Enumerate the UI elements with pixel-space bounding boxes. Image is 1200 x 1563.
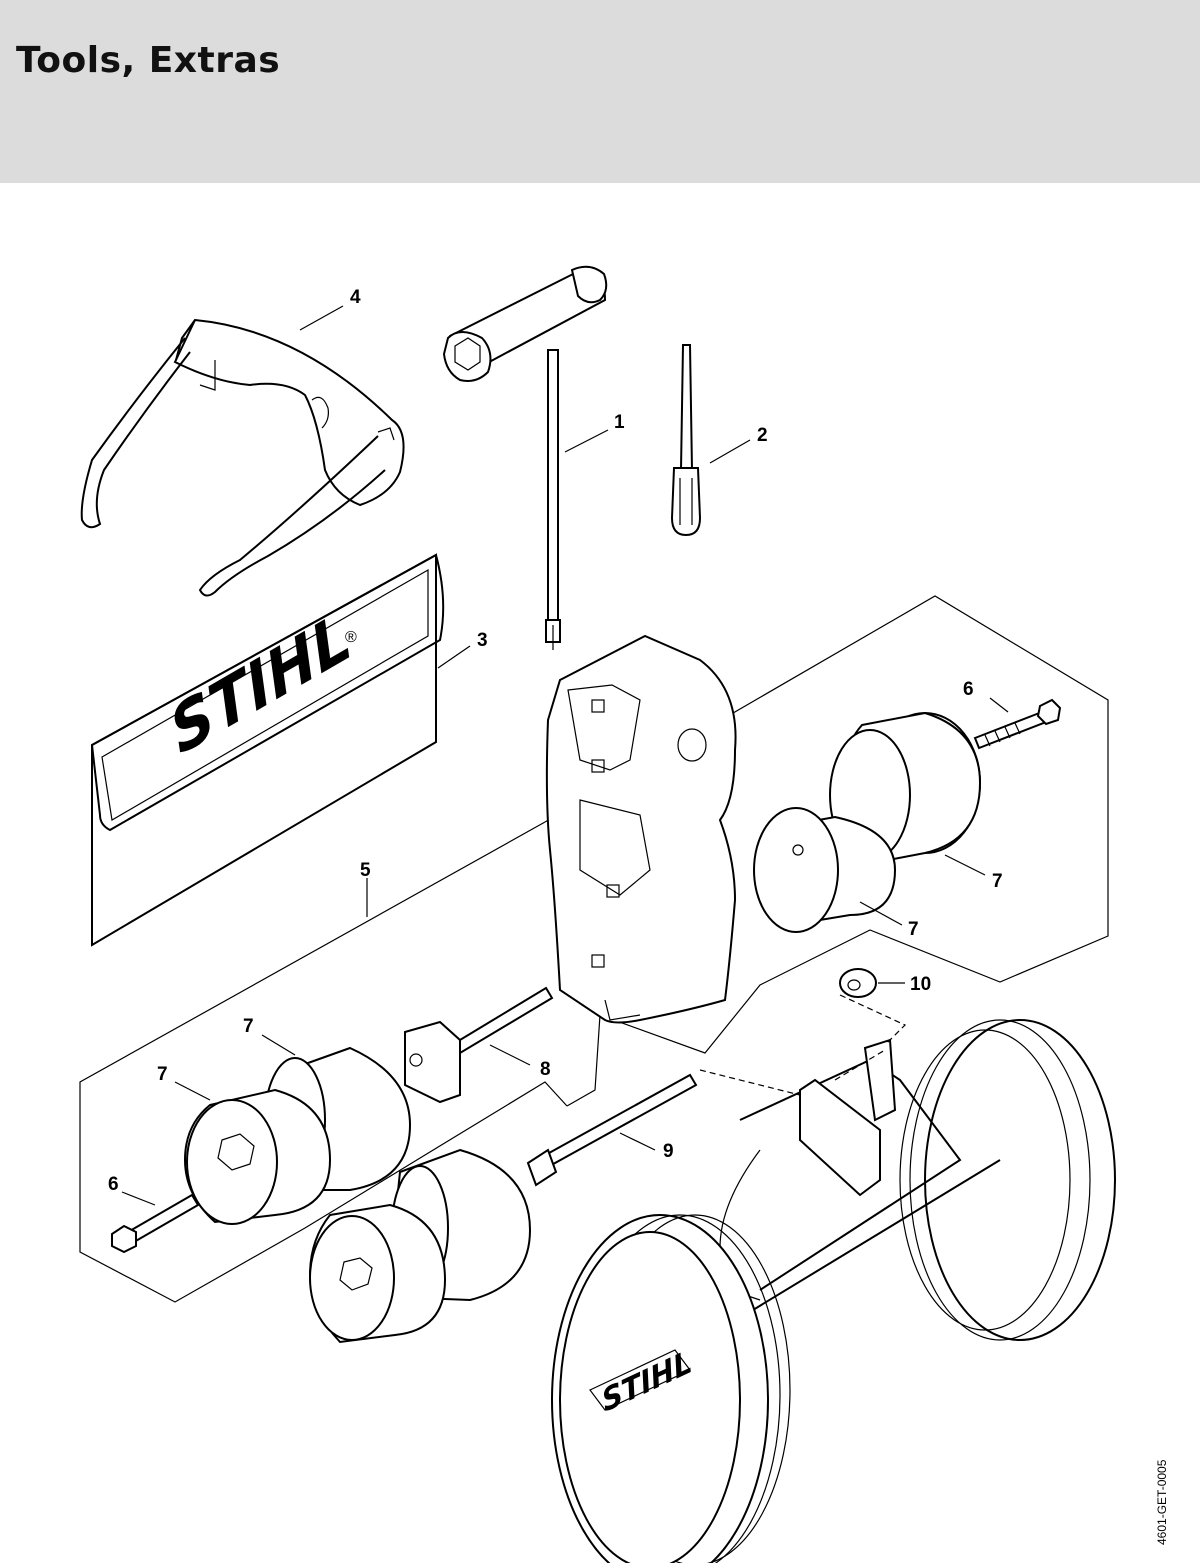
callout-7-lower-left: 7	[157, 1064, 168, 1085]
callout-3: 3	[477, 630, 488, 651]
callout-7-upper-right: 7	[992, 871, 1003, 892]
callout-7-upper-left: 7	[908, 919, 919, 940]
parts-diagram: STIHL ®	[79, 265, 1116, 1563]
bolt-upper	[973, 698, 1062, 750]
callout-6-upper: 6	[963, 679, 974, 700]
callout-9: 9	[663, 1141, 674, 1162]
callout-8: 8	[540, 1059, 551, 1080]
roller-upper-front	[753, 807, 897, 933]
page-title: Tools, Extras	[16, 40, 281, 81]
callout-10: 10	[910, 974, 931, 995]
roller-lower-mid-front	[308, 1203, 447, 1344]
callout-4: 4	[350, 287, 361, 308]
group-5-upper-outline	[544, 595, 1109, 1107]
long-bolt	[526, 1073, 698, 1187]
callout-7-lower-top: 7	[243, 1016, 254, 1037]
roller-lower-left-front	[183, 1088, 332, 1225]
washer	[839, 968, 877, 998]
roller-upper-back	[829, 711, 982, 867]
wheel-cart: STIHL	[551, 994, 1116, 1563]
screwdriver	[670, 344, 702, 537]
safety-glasses	[80, 318, 405, 597]
callout-2: 2	[757, 425, 768, 446]
callout-5: 5	[360, 860, 371, 881]
header-bar: Tools, Extras	[0, 0, 1200, 183]
bolt-lower	[111, 1193, 200, 1254]
leader-lines	[121, 305, 1009, 1206]
plate-bolt	[404, 986, 554, 1104]
callout-6-lower: 6	[108, 1174, 119, 1195]
registered-mark: ®	[345, 629, 357, 646]
tool-pouch: STIHL ®	[90, 553, 445, 947]
callout-labels: 4 1 2 3 5 6 7 7 10 7 7 8 9 6	[108, 287, 1003, 1195]
group-5-lower-outline	[79, 821, 568, 1303]
document-code: 4601-GET-0005	[1155, 1459, 1169, 1545]
combination-wrench	[442, 265, 608, 650]
callout-1: 1	[614, 412, 625, 433]
guide-holder	[545, 634, 737, 1024]
